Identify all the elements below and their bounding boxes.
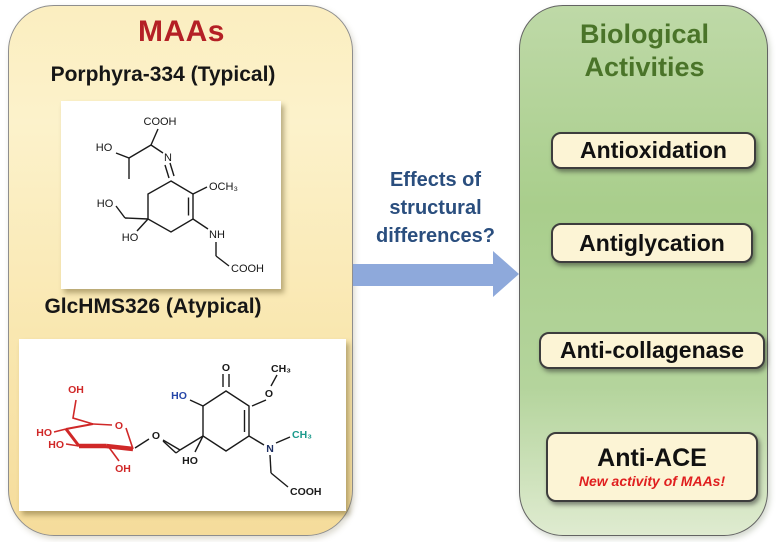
glchms326-structure-drawing: OH HO HO OH O O HO O CH₃ O N CH₃ COOH HO [36,362,321,498]
question-line-3: differences? [376,225,495,247]
maas-panel: MAAs Porphyra-334 (Typical) [8,5,353,536]
atom-labels: COOH HO N OCH₃ NH COOH HO HO [96,116,264,275]
anti-ace-new-activity-note: New activity of MAAs! [578,473,726,489]
atom-label-glycosidic-o: O [152,430,160,442]
atom-label-ho-side: HO [96,142,113,154]
bio-title-line-1: Biological [579,19,709,49]
activity-antiglycation: Antiglycation [551,223,753,263]
biological-activities-panel: Biological Activities Antioxidation Anti… [519,5,768,536]
atom-label-cooh-top: COOH [144,116,177,128]
question-line-2: structural [389,197,482,219]
atom-label-ho-blue: HO [171,390,187,402]
activity-anti-collagenase-label: Anti-collagenase [559,337,745,363]
atom-label-glc-ho-lower: HO [48,439,64,451]
activity-antioxidation-label: Antioxidation [580,137,727,163]
atom-label-cooh-bottom: COOH [231,263,264,275]
bond-lines-black [134,374,291,488]
question-line-1: Effects of [389,169,482,191]
bond-lines [115,128,230,267]
atom-label-ho-hydroxymethyl: HO [97,198,114,210]
bond-lines-glucose [53,399,134,462]
arrow-right-icon [353,251,519,297]
bio-title-line-2: Activities [584,52,705,82]
porphyra-334-structure-box: COOH HO N OCH₃ NH COOH HO HO [61,101,281,289]
activity-anti-ace: Anti-ACE New activity of MAAs! [546,432,758,502]
biological-activities-title: Biological Activities [520,18,769,84]
atom-label-methoxy-o: O [265,388,273,400]
porphyra-334-heading: Porphyra-334 (Typical) [50,63,276,86]
maas-panel-title: MAAs [137,15,225,48]
atom-label-glc-ring-o: O [115,420,123,432]
atom-label-n-methyl: CH₃ [292,429,312,441]
atom-label-glc-oh-top: OH [68,384,84,396]
atom-label-ho-ring: HO [182,455,198,467]
question-text: Effects of structural differences? [353,166,518,250]
atom-label-amine-n: N [266,443,274,455]
atom-label-ho-ring: HO [122,232,139,244]
atom-label-nh: NH [209,229,225,241]
porphyra-334-structure-drawing: COOH HO N OCH₃ NH COOH HO HO [96,116,264,275]
atom-label-methyl-top: CH₃ [271,363,291,375]
atom-label-imine-n: N [164,152,172,164]
atom-labels: OH HO HO OH O O HO O CH₃ O N CH₃ COOH HO [36,362,321,498]
activity-antioxidation: Antioxidation [551,132,756,169]
atom-label-glc-ho-upper: HO [36,427,52,439]
activity-anti-ace-label: Anti-ACE [597,444,707,472]
activity-antiglycation-label: Antiglycation [579,229,725,256]
activity-anti-collagenase: Anti-collagenase [539,332,765,369]
glchms326-heading: GlcHMS326 (Atypical) [44,295,262,318]
glchms326-structure-box: OH HO HO OH O O HO O CH₃ O N CH₃ COOH HO [19,339,346,511]
atom-label-cooh: COOH [290,486,322,498]
atom-label-methoxy: OCH₃ [209,181,238,193]
atom-label-glc-oh-bottom: OH [115,463,131,475]
atom-label-ketone-o: O [222,362,230,374]
